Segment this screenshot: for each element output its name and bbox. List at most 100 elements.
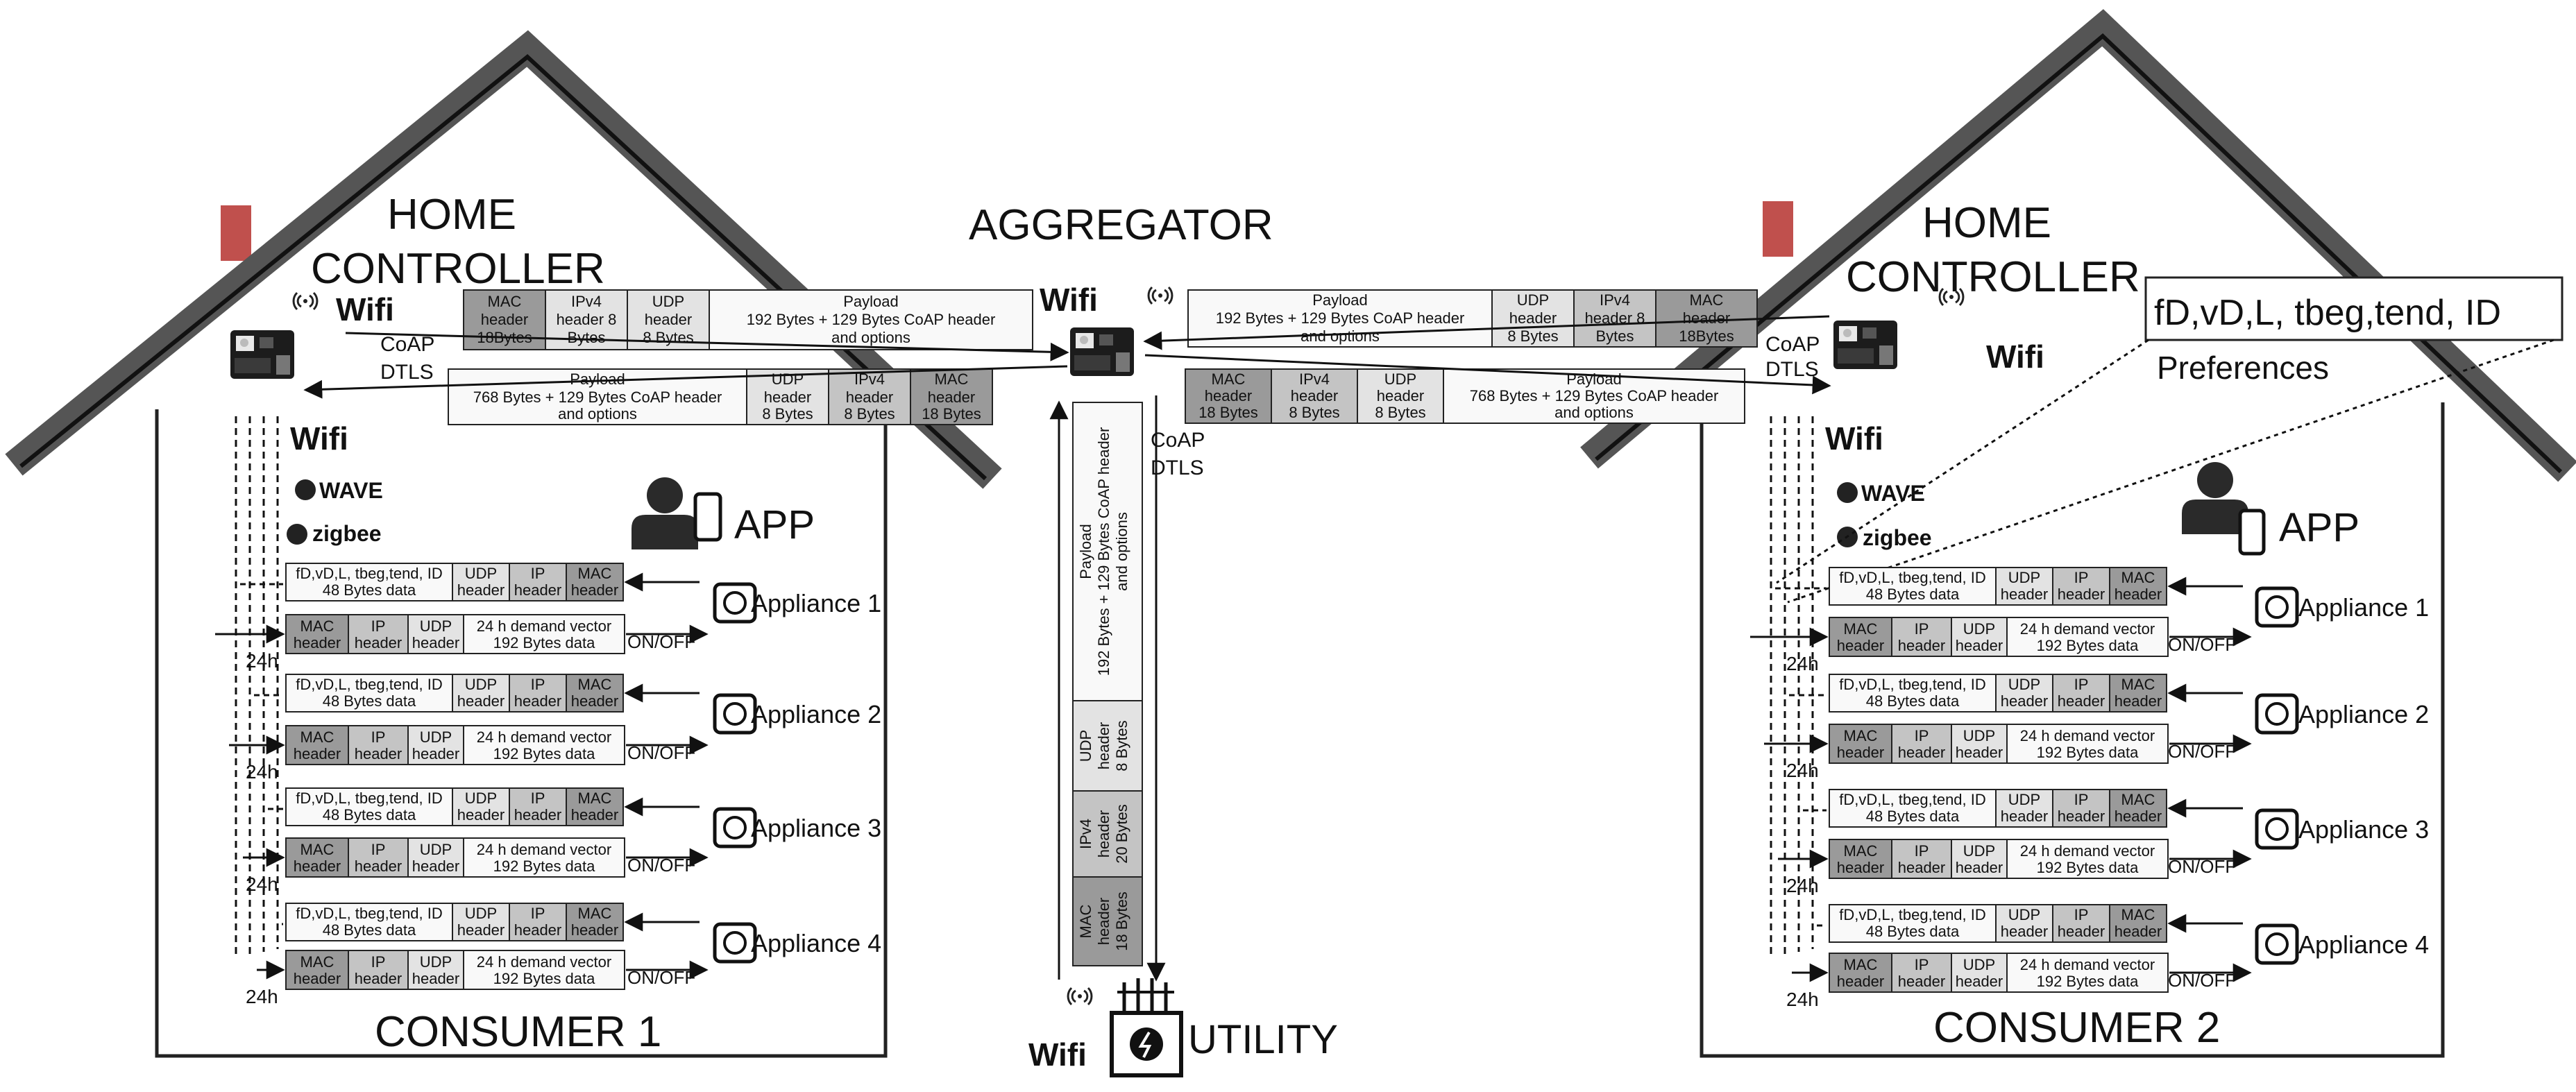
raspberry-pi-icon (230, 330, 294, 379)
packet-field-text: header (412, 970, 460, 987)
on-off-label: ON/OFF (627, 967, 695, 988)
packet-field (2006, 953, 2169, 993)
packet-field-text: IP (371, 953, 386, 971)
packet-field (1891, 724, 1952, 764)
svg-text:and options: and options (1113, 512, 1130, 591)
svg-text:768 Bytes + 129 Bytes CoAP hea: 768 Bytes + 129 Bytes CoAP header (473, 389, 722, 406)
on-off-label: ON/OFF (2168, 634, 2236, 655)
packet-field-text: IP (2074, 906, 2089, 923)
packet-field-text: 24 h demand vector (477, 841, 611, 858)
appliance-icon (2255, 808, 2299, 850)
packet-field-text: header (1898, 973, 1946, 990)
packet-field-text: header (2058, 586, 2105, 603)
packet-field-text: IP (1915, 842, 1929, 860)
24h-label: 24h (246, 986, 278, 1007)
packet-field-text: header (412, 858, 460, 875)
home-controller-title-2a: HOME (1922, 199, 2051, 247)
smartphone-icon (693, 492, 722, 542)
packet-field-text: IP (371, 841, 386, 858)
packet-field-text: UDP (420, 953, 452, 971)
svg-text:192 Bytes + 129 Bytes CoAP hea: 192 Bytes + 129 Bytes CoAP header (747, 311, 996, 328)
packet-field (285, 950, 349, 990)
packet-field (2052, 904, 2110, 943)
home-controller-title-1b: CONTROLLER (311, 245, 605, 293)
packet-field-text: header (571, 692, 619, 710)
svg-text:MAC: MAC (935, 370, 969, 388)
packet-field-text: 24 h demand vector (477, 728, 611, 746)
svg-text:18 Bytes: 18 Bytes (1198, 404, 1258, 421)
packet-field-text: header (2115, 808, 2162, 825)
raspberry-pi-icon (1833, 321, 1897, 369)
svg-text:20 Bytes: 20 Bytes (1113, 804, 1130, 864)
packet-field (407, 614, 464, 654)
packet-field-text: header (355, 634, 402, 651)
packet-field-text: header (457, 921, 505, 939)
packet-field-text: IP (2074, 676, 2089, 693)
packet-field (2109, 789, 2167, 828)
packet-field-text: header (1956, 744, 2003, 761)
packet-field (1995, 904, 2053, 943)
appliance-label: Appliance 1 (751, 589, 881, 617)
packet-field (1829, 904, 1997, 943)
24h-label: 24h (246, 761, 278, 783)
svg-text:Payload: Payload (570, 370, 625, 388)
packet-field-text: IP (371, 617, 386, 635)
packet-field-text: UDP (1963, 956, 1995, 973)
packet-field-text: MAC (578, 905, 612, 922)
packet-field-text: fD,vD,L, tbeg,tend, ID (296, 905, 443, 922)
wifi-signal-icon (1147, 286, 1173, 305)
packet-field-text: UDP (2008, 569, 2040, 586)
packet-field (348, 950, 409, 990)
packet-field (1951, 724, 2008, 764)
packet-field-text: MAC (300, 617, 334, 635)
packet-field-text: IP (1915, 620, 1929, 638)
packet-field-text: header (457, 581, 505, 599)
packet-field (285, 563, 453, 602)
coap-label-agg: CoAP (1151, 429, 1205, 452)
svg-text:and options: and options (831, 329, 910, 346)
packet-field-text: 48 Bytes data (323, 692, 416, 710)
appliance-icon (713, 922, 757, 964)
svg-text:UDP: UDP (1517, 291, 1549, 309)
appliance-icon (2255, 586, 2299, 628)
svg-text:header: header (1683, 309, 1731, 327)
packet-field-text: 192 Bytes data (493, 745, 596, 762)
packet-field (285, 725, 349, 765)
packet-field-text: header (1898, 744, 1946, 761)
packet-field-text: header (2058, 808, 2105, 825)
packet-field (2052, 674, 2110, 713)
svg-text:Payload: Payload (1312, 291, 1368, 309)
packet-field-text: header (2115, 692, 2162, 710)
packet-field (452, 674, 510, 713)
home-controller-title-2b: CONTROLLER (1846, 253, 2140, 301)
packet-field (2052, 567, 2110, 606)
packet-field-text: 192 Bytes data (2037, 637, 2139, 654)
packet-field-text: header (1837, 637, 1885, 654)
svg-text:header: header (846, 389, 894, 406)
packet-field-text: MAC (578, 565, 612, 582)
appliance-icon (2255, 923, 2299, 965)
consumer2-title: CONSUMER 2 (1933, 1004, 2220, 1052)
packet-field-text: header (571, 806, 619, 824)
on-off-label: ON/OFF (2168, 970, 2236, 991)
packet-field-text: header (2001, 923, 2049, 940)
coap-label-2: CoAP (1765, 333, 1820, 356)
packet-field-text: UDP (465, 565, 497, 582)
packet-field (463, 614, 625, 654)
packet-field-text: header (294, 970, 341, 987)
svg-text:8 Bytes: 8 Bytes (1375, 404, 1425, 421)
packet-field (509, 787, 567, 826)
svg-text:MAC: MAC (1690, 291, 1724, 309)
packet-field-text: UDP (465, 905, 497, 922)
appliance-label: Appliance 1 (2298, 593, 2429, 622)
packet-field-text: header (457, 806, 505, 824)
